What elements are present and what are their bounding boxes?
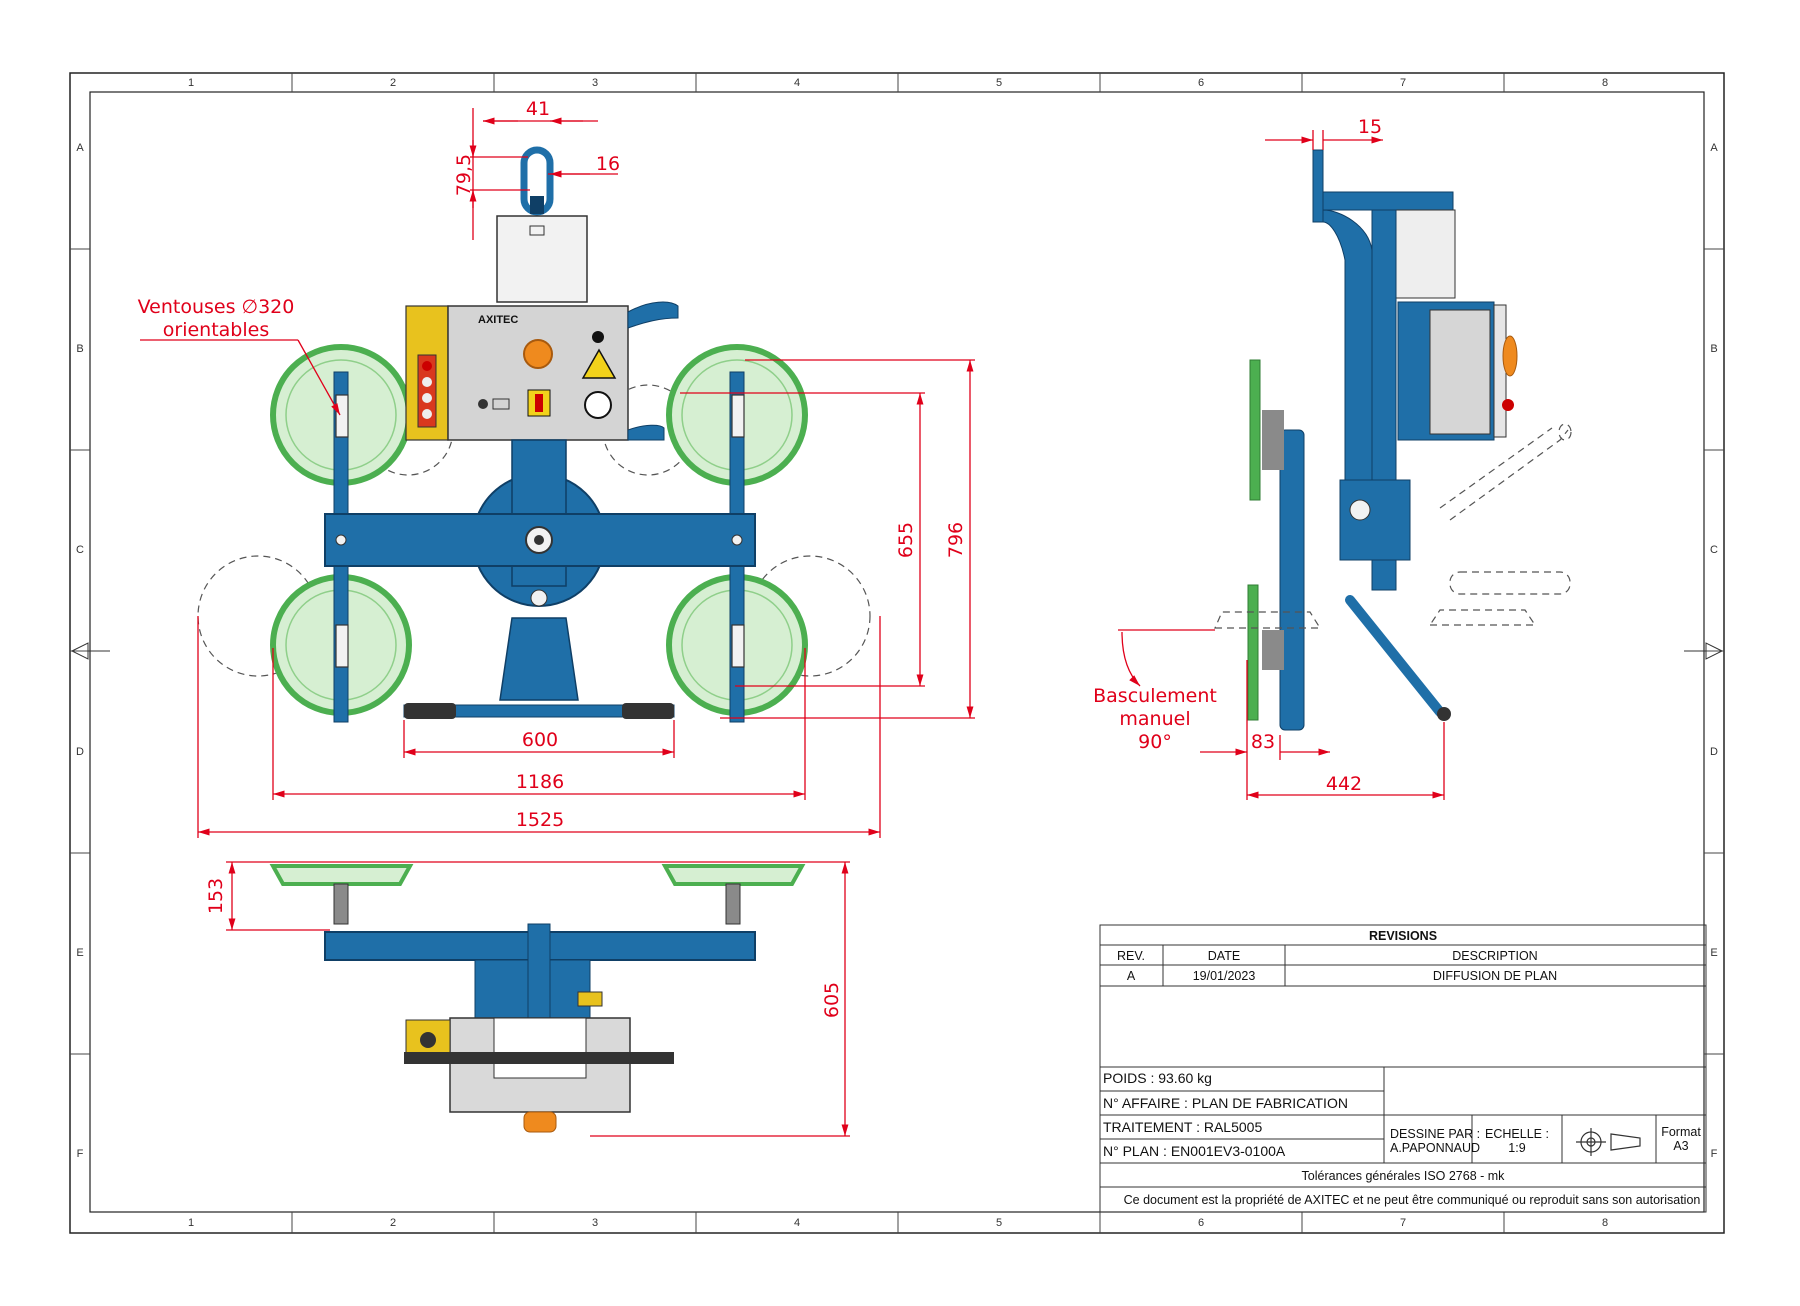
- row-label-d: D: [76, 746, 84, 758]
- side-dimensions: [1118, 130, 1445, 800]
- rev-col-header: REV.: [1117, 949, 1145, 963]
- dim-83: 83: [1251, 731, 1275, 753]
- rev-cell: A: [1127, 969, 1136, 983]
- callout-ventouses-line2: orientables: [163, 319, 269, 341]
- drawing-frame: [69, 72, 1725, 1234]
- dim-16: 16: [596, 153, 620, 175]
- affaire-field: N° AFFAIRE : PLAN DE FABRICATION: [1103, 1095, 1348, 1111]
- dessine-label: DESSINE PAR :: [1390, 1127, 1480, 1141]
- callout-ventouses-line1: Ventouses ∅320: [138, 296, 295, 318]
- col-label-2: 2: [390, 77, 396, 89]
- date-col-header: DATE: [1208, 949, 1240, 963]
- plan-field: N° PLAN : EN001EV3-0100A: [1103, 1143, 1286, 1159]
- revisions-title: REVISIONS: [1369, 929, 1437, 943]
- traitement-field: TRAITEMENT : RAL5005: [1103, 1119, 1262, 1135]
- top-view: 153 605: [205, 861, 850, 1137]
- format-value: A3: [1673, 1139, 1688, 1153]
- row-label-c-right: C: [1710, 544, 1718, 556]
- title-block: REVISIONS REV. DATE DESCRIPTION A 19/01/…: [1099, 924, 1707, 1213]
- dim-1186: 1186: [516, 771, 564, 793]
- side-view: 15 83 442 Basculement manuel 90°: [1093, 116, 1572, 800]
- date-cell: 19/01/2023: [1193, 969, 1256, 983]
- dim-15: 15: [1358, 116, 1382, 138]
- col-label-7-bottom: 7: [1400, 1217, 1406, 1229]
- row-label-f: F: [77, 1148, 84, 1160]
- callout-basculement-line2: manuel: [1119, 708, 1190, 730]
- col-label-2-bottom: 2: [390, 1217, 396, 1229]
- front-view: AXITEC: [138, 98, 975, 838]
- dim-1525: 1525: [516, 809, 564, 831]
- format-label: Format: [1661, 1125, 1701, 1139]
- row-label-c: C: [76, 544, 84, 556]
- echelle-label: ECHELLE :: [1485, 1127, 1549, 1141]
- desc-col-header: DESCRIPTION: [1452, 949, 1537, 963]
- row-label-a: A: [76, 142, 84, 154]
- row-label-b: B: [76, 343, 83, 355]
- projection-symbol-icon: [1576, 1128, 1641, 1156]
- dim-605: 605: [821, 982, 843, 1018]
- dim-153: 153: [205, 878, 227, 914]
- col-label-7: 7: [1400, 77, 1406, 89]
- echelle-value: 1:9: [1508, 1141, 1525, 1155]
- dim-442: 442: [1326, 773, 1362, 795]
- col-label-6-bottom: 6: [1198, 1217, 1204, 1229]
- col-label-3: 3: [592, 77, 598, 89]
- front-dimensions: [140, 108, 975, 838]
- tolerances-text: Tolérances générales ISO 2768 - mk: [1302, 1169, 1506, 1183]
- row-label-d-right: D: [1710, 746, 1718, 758]
- col-label-5: 5: [996, 77, 1002, 89]
- col-label-1-bottom: 1: [188, 1217, 194, 1229]
- col-label-8: 8: [1602, 77, 1608, 89]
- control-box: AXITEC: [405, 301, 679, 441]
- dessine-name: A.PAPONNAUD: [1390, 1141, 1480, 1155]
- desc-cell: DIFFUSION DE PLAN: [1433, 969, 1557, 983]
- top-dimensions: [226, 861, 850, 1137]
- col-label-6: 6: [1198, 77, 1204, 89]
- control-box-brand: AXITEC: [478, 314, 518, 326]
- dim-41: 41: [526, 98, 550, 120]
- row-label-f-right: F: [1711, 1148, 1718, 1160]
- row-label-e: E: [76, 947, 83, 959]
- dim-796: 796: [945, 522, 967, 558]
- row-label-b-right: B: [1710, 343, 1717, 355]
- poids-field: POIDS : 93.60 kg: [1103, 1070, 1212, 1086]
- dim-655: 655: [895, 522, 917, 558]
- zone-labels: 1 2 3 4 5 6 7 8 1 2 3 4 5 6 7 8 A B C D …: [76, 77, 1718, 1229]
- row-label-e-right: E: [1710, 947, 1717, 959]
- col-label-3-bottom: 3: [592, 1217, 598, 1229]
- col-label-5-bottom: 5: [996, 1217, 1002, 1229]
- row-label-a-right: A: [1710, 142, 1718, 154]
- dim-79-5: 79,5: [453, 154, 475, 196]
- col-label-1: 1: [188, 77, 194, 89]
- col-label-8-bottom: 8: [1602, 1217, 1608, 1229]
- col-label-4: 4: [794, 77, 800, 89]
- callout-basculement-line1: Basculement: [1093, 685, 1217, 707]
- copyright-text: Ce document est la propriété de AXITEC e…: [1124, 1193, 1701, 1207]
- dim-600: 600: [522, 729, 558, 751]
- callout-basculement-line3: 90°: [1138, 731, 1172, 753]
- col-label-4-bottom: 4: [794, 1217, 800, 1229]
